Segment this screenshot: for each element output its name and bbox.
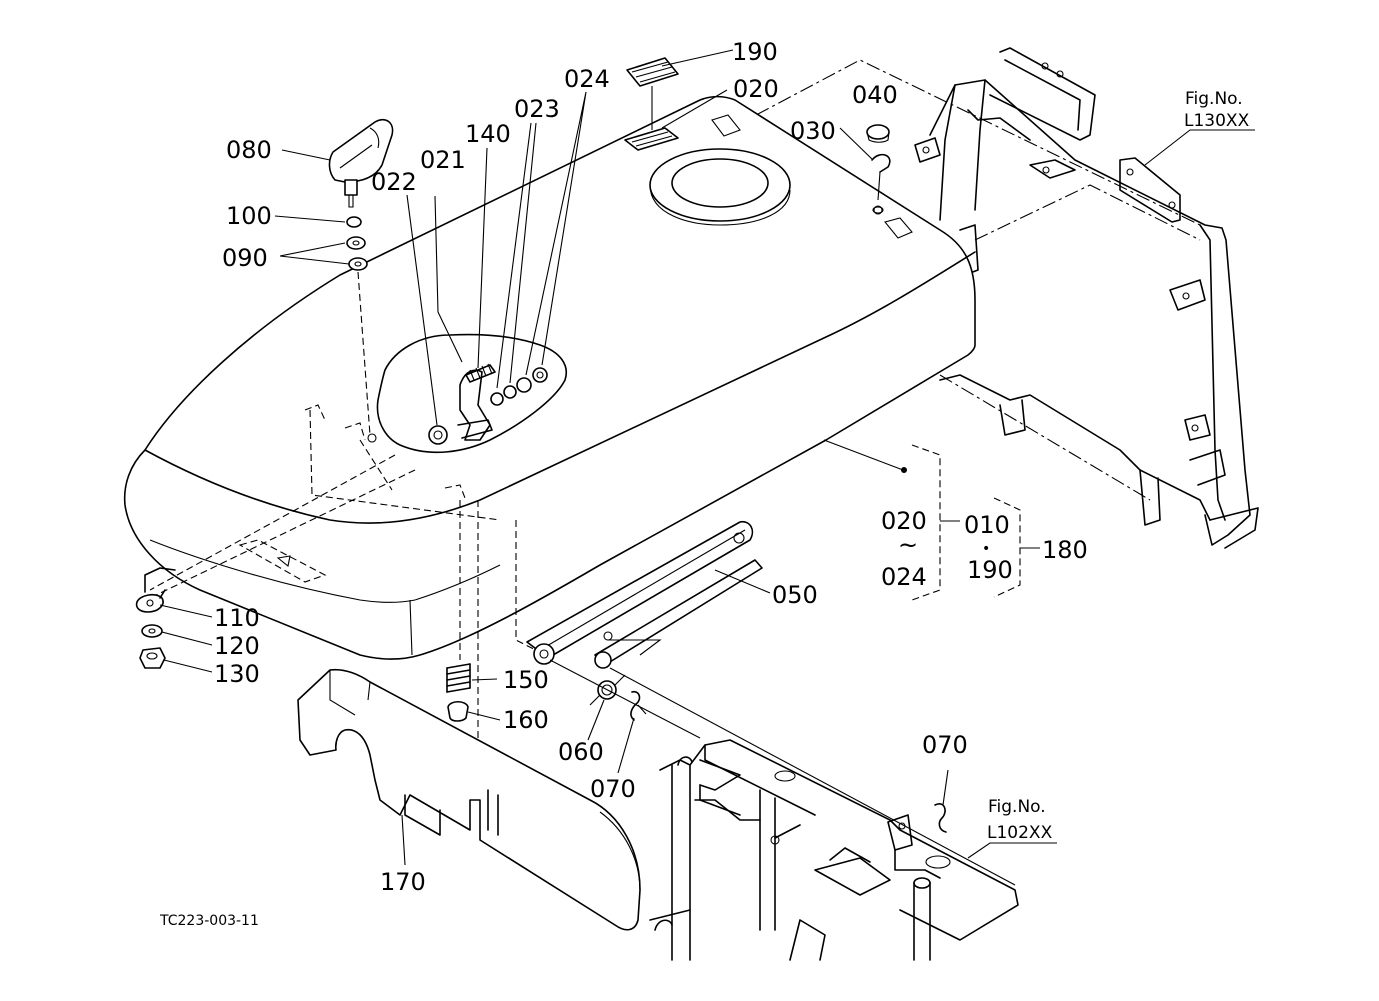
diagram-code: TC223-003-11 [159, 913, 259, 929]
label-060: 060 [558, 738, 604, 766]
label-170: 170 [380, 868, 426, 896]
group-dot: • [982, 541, 990, 557]
label-023: 023 [514, 95, 560, 123]
assembly-group-bracket [911, 444, 1040, 601]
label-020: 020 [733, 75, 779, 103]
group-label-024: 024 [881, 563, 927, 591]
label-150: 150 [503, 666, 549, 694]
label-190: 190 [732, 38, 778, 66]
side-cover-170 [297, 668, 641, 931]
group-label-010: 010 [964, 511, 1010, 539]
front-frame-assembly [549, 659, 1019, 961]
label-120: 120 [214, 632, 260, 660]
label-110: 110 [214, 604, 260, 632]
gas-strut-050 [526, 520, 763, 669]
label-024: 024 [564, 65, 610, 93]
fig-ref-bottom-code: L102XX [987, 823, 1053, 843]
fig-ref-top-title: Fig.No. [1185, 89, 1243, 109]
group-label-190: 190 [967, 556, 1013, 584]
label-022: 022 [371, 168, 417, 196]
bonnet [123, 95, 976, 740]
fig-ref-top-code: L130XX [1184, 111, 1250, 131]
leader-lines [159, 89, 1255, 866]
group-label-020: 020 [881, 507, 927, 535]
label-050: 050 [772, 581, 818, 609]
latch-knob-group [328, 118, 394, 443]
group-label-180: 180 [1042, 536, 1088, 564]
label-100: 100 [226, 202, 272, 230]
label-021: 021 [420, 146, 466, 174]
label-030: 030 [790, 117, 836, 145]
label-040: 040 [852, 81, 898, 109]
hinge-bolt-group [135, 567, 176, 669]
decal-190 [626, 49, 734, 130]
label-160: 160 [503, 706, 549, 734]
label-070-right: 070 [922, 731, 968, 759]
cap-040-pin-030 [866, 124, 891, 214]
label-090: 090 [222, 244, 268, 272]
rear-frame-assembly [689, 47, 1259, 549]
label-070-lower: 070 [590, 775, 636, 803]
label-140: 140 [465, 120, 511, 148]
fig-ref-bottom-title: Fig.No. [988, 797, 1046, 817]
label-130: 130 [214, 660, 260, 688]
part-number-labels: 190 024 020 040 023 030 140 080 021 022 … [214, 38, 1088, 896]
figure-references: Fig.No. L130XX Fig.No. L102XX [987, 89, 1250, 843]
spring-150-stopper-160 [446, 663, 471, 722]
label-080: 080 [226, 136, 272, 164]
group-tilde: ~ [898, 531, 918, 559]
